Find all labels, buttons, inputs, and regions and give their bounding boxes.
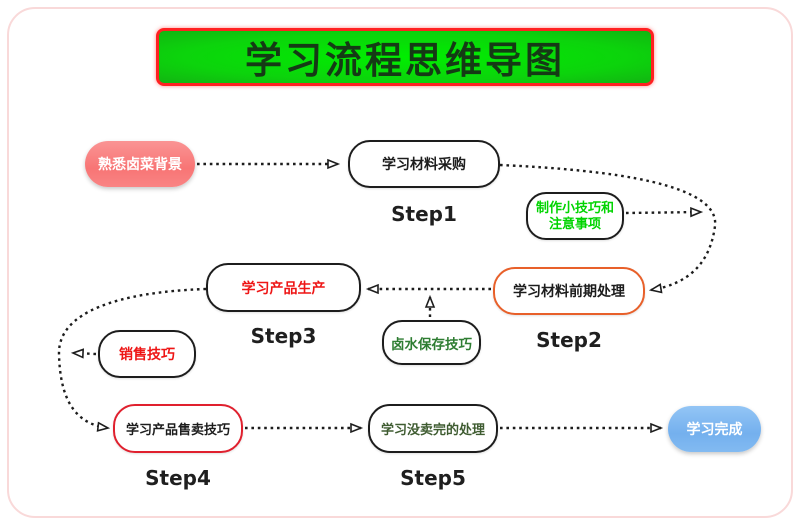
node-start-background: 熟悉卤菜背景 <box>85 141 195 187</box>
connector-salestips-to-curve <box>70 348 97 359</box>
step5-caption: Step5 <box>400 466 466 490</box>
connector-step1-to-step2 <box>499 163 717 294</box>
diagram-title: 学习流程思维导图 <box>156 28 654 86</box>
node-step5-label: 学习没卖完的处理 <box>380 422 485 437</box>
node-sales-tips-label: 销售技巧 <box>119 346 175 362</box>
node-step3-label: 学习产品生产 <box>241 279 326 296</box>
node-brine-tips: 卤水保存技巧 <box>382 320 481 365</box>
step4-caption: Step4 <box>145 466 211 490</box>
node-step5: 学习没卖完的处理 <box>368 404 498 453</box>
step3-caption: Step3 <box>250 324 317 348</box>
node-step3: 学习产品生产 <box>206 263 361 312</box>
node-making-tips-line1: 制作小技巧和 <box>535 199 614 215</box>
node-finish: 学习完成 <box>668 406 761 452</box>
node-making-tips-line2: 注意事项 <box>548 216 601 231</box>
connector-maketips-to-curve <box>625 206 704 218</box>
node-step2-label: 学习材料前期处理 <box>513 283 625 299</box>
node-step1: 学习材料采购 <box>348 140 500 188</box>
node-start-label: 熟悉卤菜背景 <box>98 156 182 172</box>
node-step1-label: 学习材料采购 <box>382 156 466 172</box>
connector-step3-to-step4 <box>57 287 207 432</box>
step2-caption: Step2 <box>536 328 602 352</box>
node-step4-label: 学习产品售卖技巧 <box>125 422 230 437</box>
step1-caption: Step1 <box>391 202 457 226</box>
node-step2: 学习材料前期处理 <box>493 267 645 315</box>
node-step4: 学习产品售卖技巧 <box>113 404 243 453</box>
node-brine-tips-label: 卤水保存技巧 <box>391 336 472 352</box>
node-finish-label: 学习完成 <box>686 421 743 437</box>
node-sales-tips: 销售技巧 <box>98 330 196 378</box>
node-making-tips: 制作小技巧和 注意事项 <box>526 192 624 240</box>
